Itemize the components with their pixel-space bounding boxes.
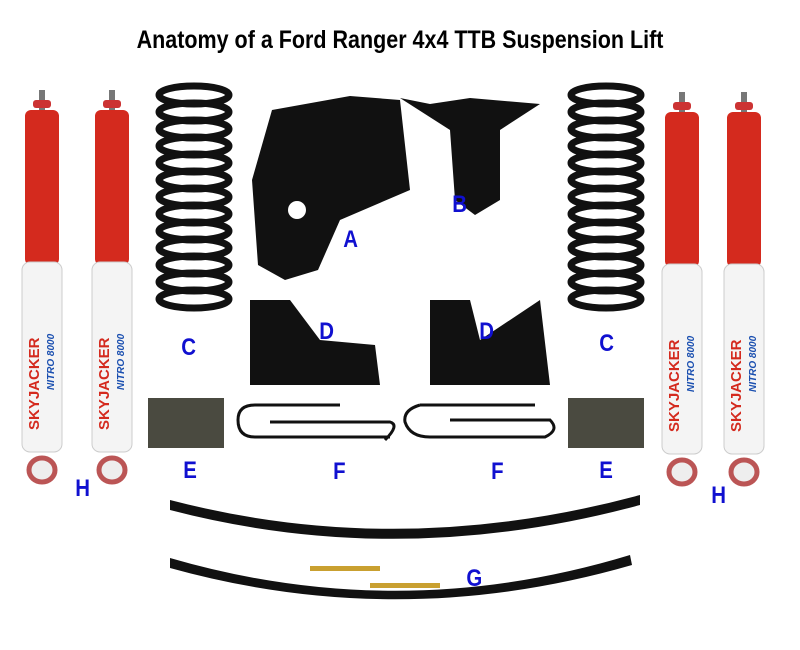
shock-brand-text: SKYJACKER xyxy=(26,337,43,430)
coil-spring xyxy=(155,82,233,312)
spring-coil xyxy=(567,286,645,312)
label-h: H xyxy=(75,475,91,502)
label-e: E xyxy=(183,457,197,484)
coil-spring xyxy=(567,82,645,312)
diagram-title: Anatomy of a Ford Ranger 4x4 TTB Suspens… xyxy=(136,26,664,54)
add-a-leaf xyxy=(170,495,640,539)
label-b: B xyxy=(452,191,468,218)
shock-brand-text: SKYJACKER xyxy=(96,337,113,430)
center-bolt xyxy=(370,583,440,588)
shock-model-text: NITRO 8000 xyxy=(686,335,697,392)
lift-block xyxy=(568,398,644,448)
shock-model-text: NITRO 8000 xyxy=(116,333,127,390)
label-e: E xyxy=(599,457,613,484)
shock-model-text: NITRO 8000 xyxy=(748,335,759,392)
drop-bracket-a xyxy=(252,96,410,280)
shock-brand-text: SKYJACKER xyxy=(666,339,683,432)
label-c: C xyxy=(181,334,197,361)
label-a: A xyxy=(343,226,359,253)
label-h: H xyxy=(711,482,727,509)
shock-model-text: NITRO 8000 xyxy=(46,333,57,390)
label-g: G xyxy=(466,565,483,592)
label-f: F xyxy=(491,458,504,485)
bracket-d xyxy=(250,300,380,385)
lift-block xyxy=(148,398,224,448)
spring-coil xyxy=(155,286,233,312)
label-f: F xyxy=(333,458,346,485)
shock-brand-text: SKYJACKER xyxy=(728,339,745,432)
label-d: D xyxy=(319,318,335,345)
add-a-leaf xyxy=(170,555,632,600)
bracket-b xyxy=(400,98,540,215)
label-c: C xyxy=(599,330,615,357)
bracket-d xyxy=(430,300,550,385)
label-d: D xyxy=(479,318,495,345)
u-bolts xyxy=(236,403,556,442)
center-bolt xyxy=(310,566,380,571)
